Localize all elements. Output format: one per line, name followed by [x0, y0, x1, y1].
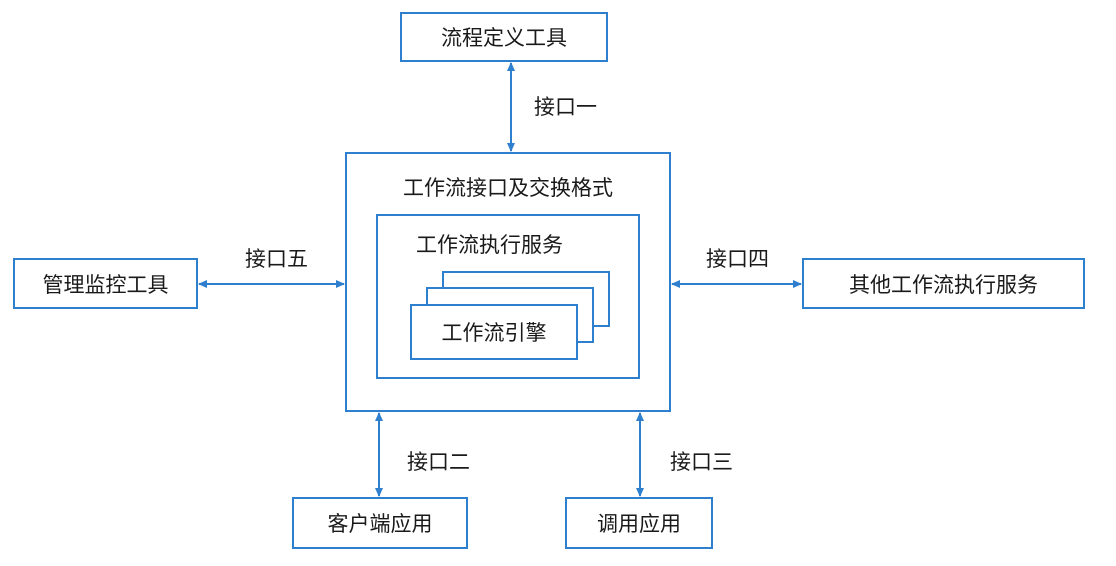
other-execution-services-box: 其他工作流执行服务: [802, 258, 1085, 309]
execution-service-label: 工作流执行服务: [416, 233, 563, 257]
client-application-label: 客户端应用: [327, 512, 433, 536]
interface-format-label: 工作流接口及交换格式: [403, 176, 613, 200]
interface-two-label: 接口二: [407, 450, 470, 474]
admin-monitor-tool-box: 管理监控工具: [13, 258, 198, 309]
engine-label: 工作流引擎: [441, 321, 547, 345]
interface-one-label: 接口一: [534, 95, 597, 119]
admin-monitor-tool-label: 管理监控工具: [42, 273, 169, 297]
invoked-application-label: 调用应用: [597, 512, 681, 536]
client-application-box: 客户端应用: [292, 497, 468, 549]
invoked-application-box: 调用应用: [565, 497, 713, 549]
interface-five-label: 接口五: [245, 247, 308, 271]
process-definition-tool-box: 流程定义工具: [400, 12, 608, 62]
interface-three-label: 接口三: [670, 450, 733, 474]
process-definition-tool-label: 流程定义工具: [441, 26, 567, 50]
interface-four-label: 接口四: [706, 247, 769, 271]
other-execution-services-label: 其他工作流执行服务: [849, 273, 1038, 297]
engine-box: 工作流引擎: [410, 304, 578, 360]
